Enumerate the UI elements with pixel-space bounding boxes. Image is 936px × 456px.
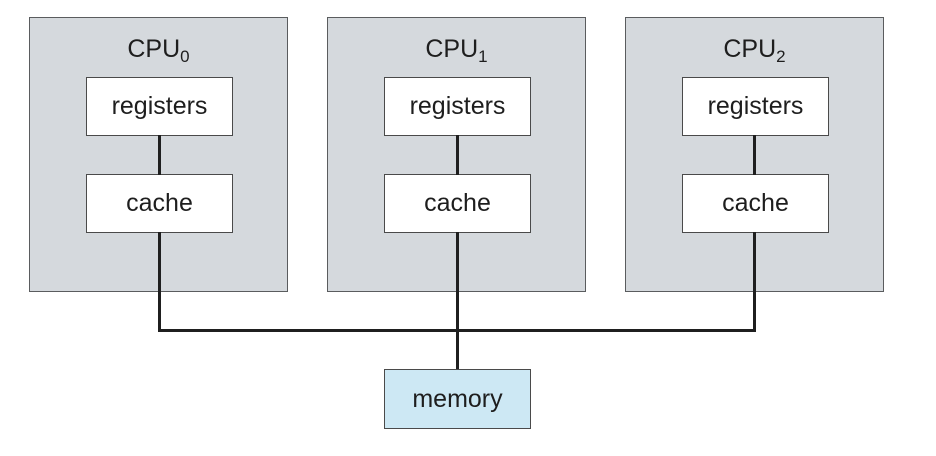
cpu-1-registers: registers — [384, 77, 531, 136]
cpu-1-cache: cache — [384, 174, 531, 233]
cpu-2-title: CPU2 — [626, 35, 883, 67]
cpu-0-cache-bus-link — [158, 232, 161, 332]
cpu-0-block: CPU0 registers cache — [29, 17, 288, 292]
cpu-1-label: CPU — [425, 35, 479, 63]
cpu-1-cache-label: cache — [424, 189, 491, 217]
bus-memory-link — [456, 330, 459, 370]
cpu-2-reg-cache-link — [753, 135, 756, 175]
cpu-0-reg-cache-link — [158, 135, 161, 175]
cpu-2-cache-bus-link — [753, 232, 756, 332]
cpu-2-registers-label: registers — [707, 92, 804, 120]
cpu-2-cache-label: cache — [722, 189, 789, 217]
cpu-2-subscript: 2 — [776, 47, 786, 66]
cpu-0-registers: registers — [86, 77, 233, 136]
cpu-2-label: CPU — [723, 35, 777, 63]
cpu-0-label: CPU — [127, 35, 181, 63]
cpu-1-registers-label: registers — [409, 92, 506, 120]
memory-block: memory — [384, 369, 531, 429]
cpu-2-registers: registers — [682, 77, 829, 136]
cpu-0-registers-label: registers — [111, 92, 208, 120]
cpu-1-reg-cache-link — [456, 135, 459, 175]
cpu-0-cache-label: cache — [126, 189, 193, 217]
cpu-0-title: CPU0 — [30, 35, 287, 67]
cpu-2-cache: cache — [682, 174, 829, 233]
cpu-1-title: CPU1 — [328, 35, 585, 67]
memory-label: memory — [412, 384, 503, 413]
cpu-0-subscript: 0 — [180, 47, 190, 66]
cpu-1-subscript: 1 — [478, 47, 488, 66]
cpu-1-cache-bus-link — [456, 232, 459, 332]
cpu-0-cache: cache — [86, 174, 233, 233]
